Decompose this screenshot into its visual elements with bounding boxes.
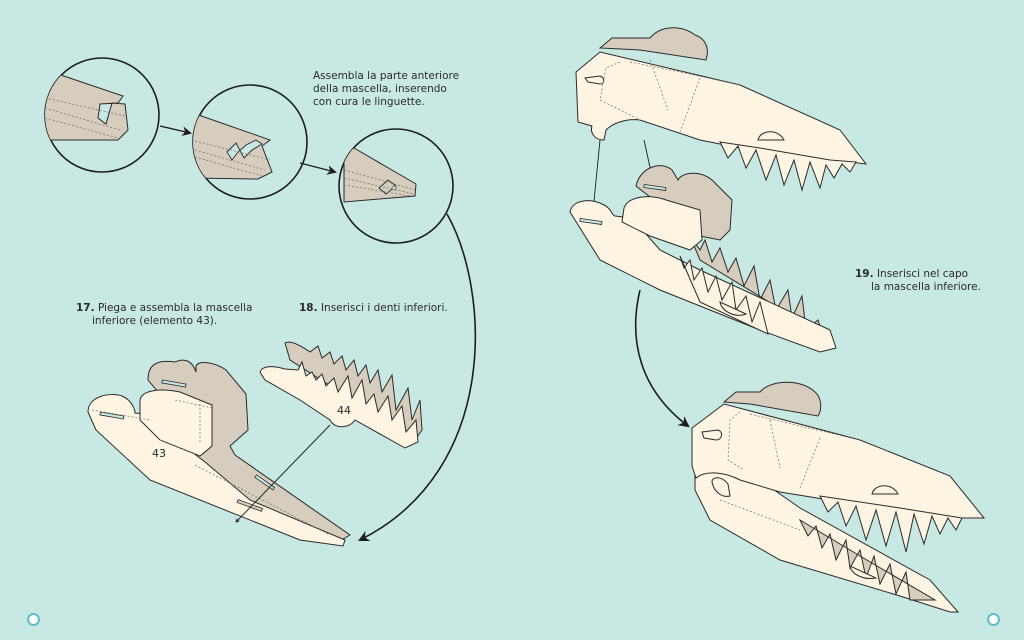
detail-circle-1 [44, 57, 160, 173]
arrow-icon [235, 424, 331, 523]
step-text: Inserisci i denti inferiori. [320, 302, 448, 314]
page-dot-icon [987, 613, 1000, 626]
part-label-43: 43 [152, 447, 166, 460]
arrow-icon [159, 125, 192, 136]
arrow-icon [299, 162, 337, 175]
step-number: 18. [299, 302, 318, 314]
step-number: 17. [76, 302, 95, 314]
skull-assembled [691, 381, 986, 613]
step-18-caption: 18. Inserisci i denti inferiori. [299, 302, 448, 315]
step-text: la mascella inferiore. [871, 281, 981, 293]
page-dot-icon [27, 613, 40, 626]
step-number: 19. [855, 268, 874, 280]
step-17-caption: 17. Piega e assembla la mascella inferio… [76, 302, 252, 328]
step-text: Piega e assembla la mascella [97, 302, 253, 314]
step-text: Inserisci nel capo [876, 268, 969, 280]
lower-jaw-43: 43 [87, 359, 351, 547]
part-label-44: 44 [337, 404, 351, 417]
step-19-caption: 19. Inserisci nel capo la mascella infer… [855, 268, 981, 294]
intro-caption-line: della mascella, inserendo [313, 83, 447, 95]
lower-teeth-44: 44 [235, 341, 423, 523]
intro-caption-line: con cura le linguette. [313, 96, 425, 108]
arrow-icon [357, 213, 477, 542]
skull-lower-jaw [569, 165, 837, 353]
skull-upper [575, 27, 868, 192]
intro-caption-line: Assembla la parte anteriore [313, 70, 460, 82]
detail-circle-2 [192, 84, 308, 200]
arrow-icon [634, 289, 690, 428]
step-text: inferiore (elemento 43). [92, 315, 218, 327]
intro-caption: Assembla la parte anteriore della mascel… [313, 70, 459, 109]
detail-circle-3 [338, 128, 454, 244]
